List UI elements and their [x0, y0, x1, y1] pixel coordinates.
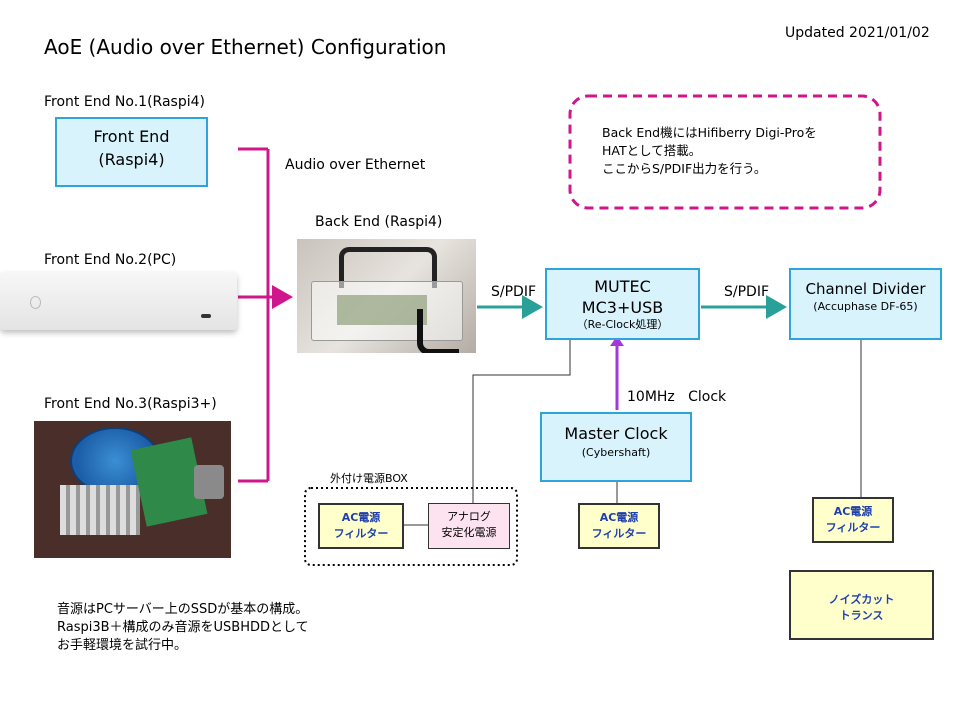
- psu-ac-filter-line-2: フィルター: [333, 527, 389, 540]
- divider-ac-filter-box: AC電源 フィルター: [812, 497, 894, 543]
- page-title: AoE (Audio over Ethernet) Configuration: [44, 35, 447, 59]
- cable-shape: [417, 309, 459, 353]
- psu-box-label: 外付け電源BOX: [330, 472, 408, 485]
- hifiberry-note-line-1: Back End機にはHifiberry Digi-Proを: [602, 125, 817, 140]
- analog-psu-line-2: 安定化電源: [441, 526, 497, 539]
- channel-divider-box: Channel Divider (Accuphase DF-65): [789, 268, 942, 340]
- master-clock-box: Master Clock (Cybershaft): [540, 412, 692, 482]
- power-lines: [404, 340, 862, 526]
- psu-ac-filter-line-1: AC電源: [341, 511, 381, 524]
- heatsink-block-shape: [60, 485, 140, 535]
- psu-box-border: [304, 487, 518, 566]
- front-end-1-sublabel: (Raspi4): [98, 150, 165, 169]
- master-clock-title: Master Clock: [564, 424, 668, 443]
- noise-cut-transformer-box: ノイズカット トランス: [789, 570, 934, 640]
- front-end-3-caption: Front End No.3(Raspi3+): [44, 396, 217, 412]
- updated-date: Updated 2021/01/02: [785, 25, 930, 41]
- clock-arrow-head: [610, 336, 624, 346]
- case-handle-shape: [339, 247, 437, 288]
- psu-ac-filter-box: AC電源 フィルター: [318, 503, 404, 549]
- analog-regulated-psu-box: アナログ 安定化電源: [428, 503, 510, 549]
- back-end-caption: Back End (Raspi4): [315, 214, 443, 230]
- master-clock-model: (Cybershaft): [581, 446, 651, 459]
- channel-divider-title: Channel Divider: [805, 280, 926, 298]
- front-end-2-caption: Front End No.2(PC): [44, 252, 177, 268]
- connector-shape: [194, 465, 224, 499]
- clock-ac-filter-line-2: フィルター: [591, 527, 647, 540]
- hifiberry-note: Back End機にはHifiberry Digi-Proを HATとして搭載。…: [602, 124, 817, 178]
- clock-ac-filter-box: AC電源 フィルター: [578, 503, 660, 549]
- hifiberry-note-line-2: HATとして搭載。: [602, 143, 702, 158]
- note-box-border: [568, 94, 882, 210]
- back-end-raspi4-photo: [297, 239, 476, 353]
- divider-ac-filter-line-2: フィルター: [825, 521, 881, 534]
- clock-label: 10MHz Clock: [627, 389, 727, 405]
- mutec-note: （Re-Clock処理）: [576, 318, 669, 331]
- mutec-box: MUTEC MC3+USB （Re-Clock処理）: [545, 268, 700, 340]
- mutec-title: MUTEC: [594, 277, 651, 296]
- analog-psu-line-1: アナログ: [447, 510, 491, 523]
- noise-cut-line-1: ノイズカット: [828, 593, 895, 606]
- raspi3-power-supply-photo: [34, 421, 231, 558]
- hifiberry-note-line-3: ここからS/PDIF出力を行う。: [602, 161, 767, 176]
- mutec-model: MC3+USB: [581, 298, 664, 317]
- channel-divider-model: (Accuphase DF-65): [813, 300, 918, 313]
- indicator-light-icon: [201, 314, 211, 318]
- spdif-label-1: S/PDIF: [491, 284, 537, 300]
- spdif-label-2: S/PDIF: [724, 284, 770, 300]
- clock-ac-filter-line-1: AC電源: [599, 511, 639, 524]
- pc-server-image: [0, 272, 237, 330]
- front-end-1-label: Front End: [93, 127, 170, 146]
- source-note: 音源はPCサーバー上のSSDが基本の構成。 Raspi3B＋構成のみ音源をUSB…: [57, 601, 309, 655]
- aoe-label: Audio over Ethernet: [285, 157, 426, 173]
- noise-cut-line-2: トランス: [839, 609, 884, 622]
- ethernet-bracket: [238, 147, 293, 483]
- front-end-1-caption: Front End No.1(Raspi4): [44, 94, 205, 110]
- source-note-line-2: Raspi3B＋構成のみ音源をUSBHDDとして: [57, 620, 309, 635]
- board-inside-shape: [337, 295, 427, 325]
- source-note-line-3: お手軽環境を試行中。: [57, 638, 188, 653]
- power-drop-icon: [30, 296, 41, 309]
- divider-ac-filter-line-1: AC電源: [833, 505, 873, 518]
- source-note-line-1: 音源はPCサーバー上のSSDが基本の構成。: [57, 602, 309, 617]
- front-end-1-box: Front End (Raspi4): [55, 117, 208, 187]
